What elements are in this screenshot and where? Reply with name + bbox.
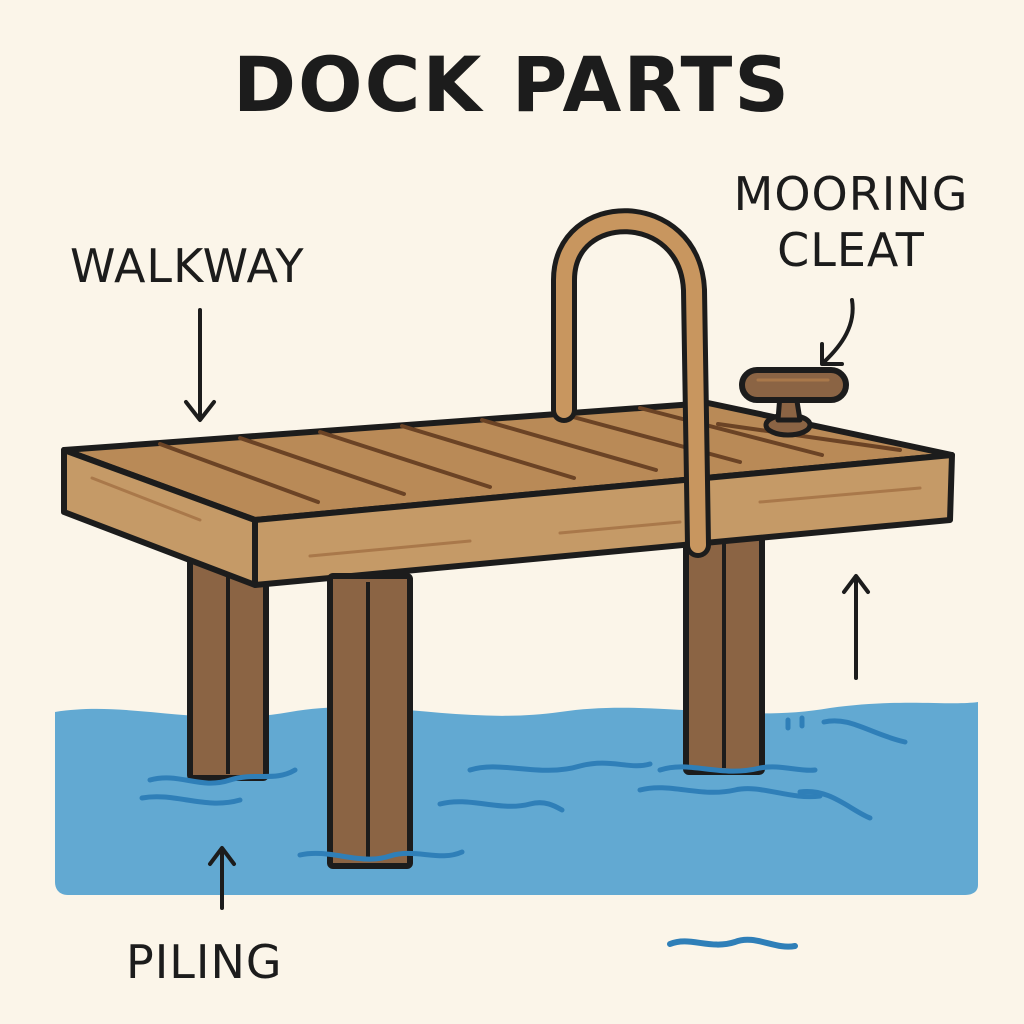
piling-back-left xyxy=(187,557,269,781)
page-title: DOCK PARTS xyxy=(232,40,792,129)
arrow-mooring-cleat xyxy=(820,298,855,366)
label-mooring-cleat-line1: MOORING xyxy=(733,167,969,221)
piling-front xyxy=(327,573,413,869)
water-ripples xyxy=(139,715,908,862)
label-mooring-cleat: MOORING CLEAT xyxy=(716,166,986,278)
arrow-side-up xyxy=(842,574,870,680)
floating-ripple xyxy=(667,936,798,950)
piling-back-right xyxy=(683,527,765,775)
mooring-cleat xyxy=(739,367,849,438)
walkway-left-side xyxy=(61,447,258,588)
arrow-piling xyxy=(208,846,236,910)
label-piling: PILING xyxy=(126,935,283,989)
walkway-planks xyxy=(158,406,902,504)
label-mooring-cleat-line2: CLEAT xyxy=(777,223,925,277)
arrow-walkway xyxy=(184,308,216,422)
label-walkway: WALKWAY xyxy=(70,239,305,293)
